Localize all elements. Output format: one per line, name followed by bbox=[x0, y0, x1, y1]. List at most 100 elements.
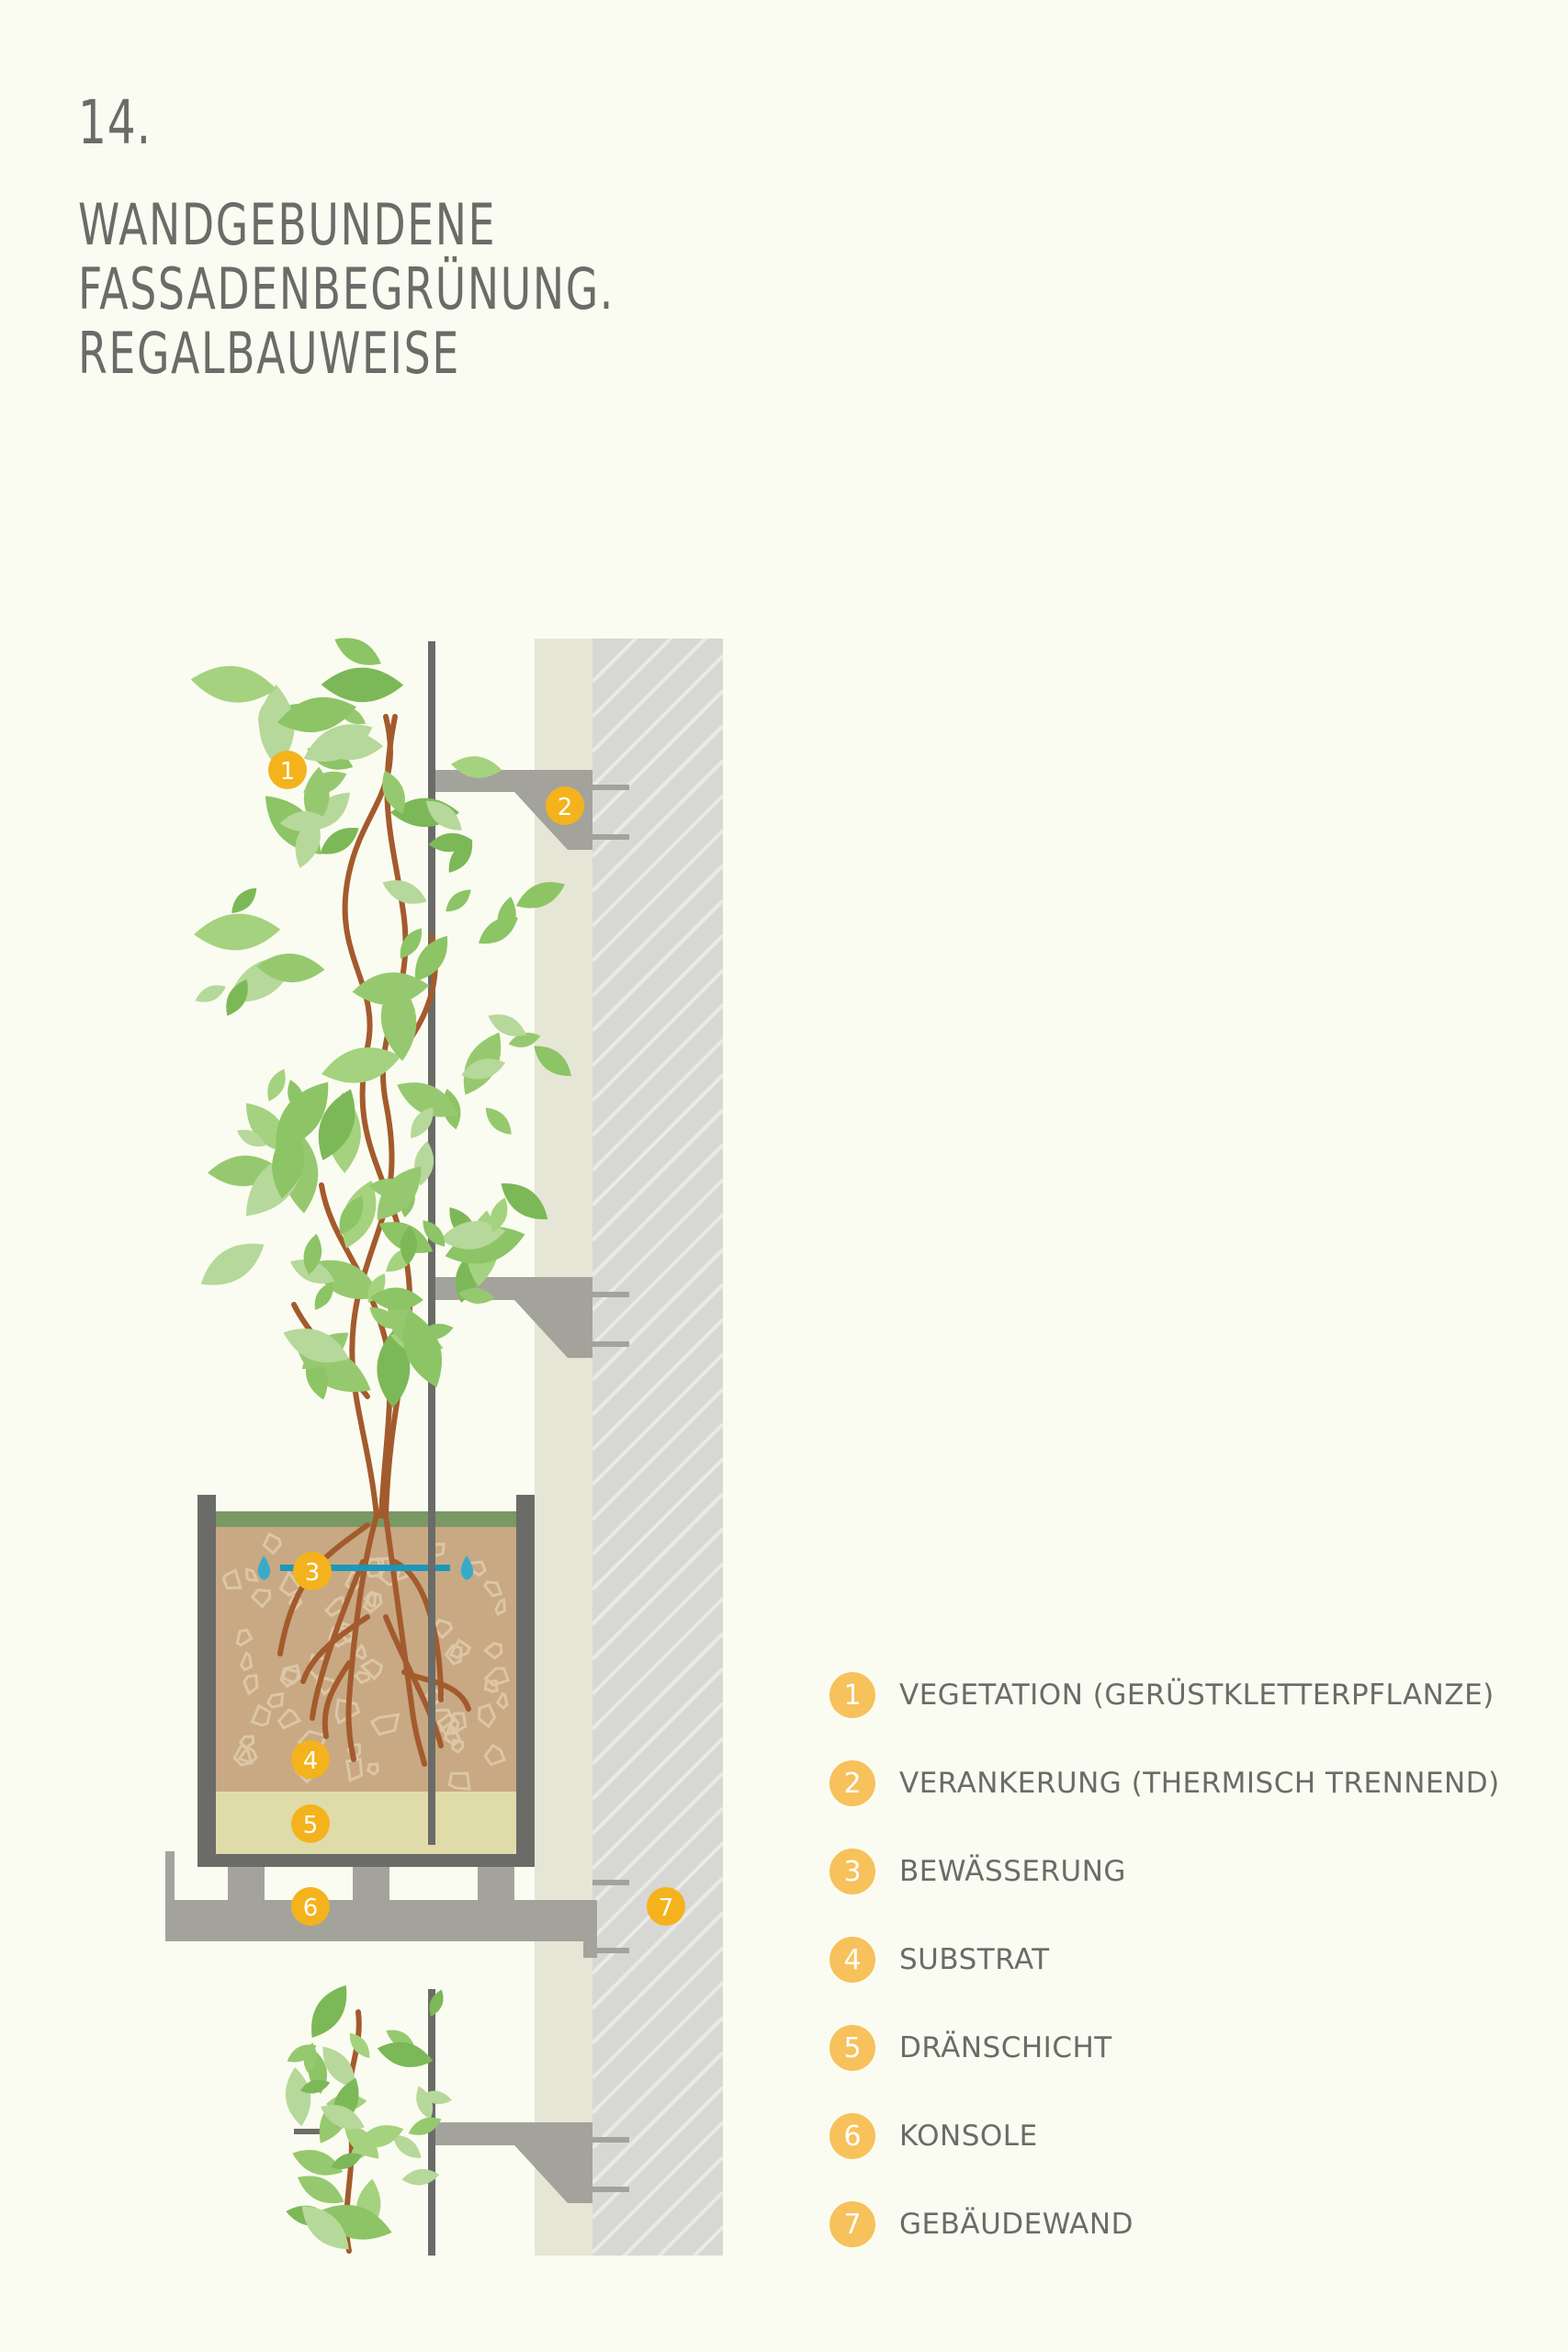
leaf bbox=[400, 928, 422, 959]
leaf bbox=[334, 638, 381, 665]
substrate-pebble bbox=[221, 1568, 243, 1589]
legend-badge: 4 bbox=[829, 1937, 875, 1983]
leaf bbox=[303, 2042, 317, 2074]
wall-hatch-line bbox=[592, 2262, 723, 2352]
leaf bbox=[461, 1058, 506, 1080]
leaf bbox=[411, 1107, 434, 1139]
wall-hatch-line bbox=[592, 1178, 723, 1312]
title-line-3: REGALBAUWEISE bbox=[78, 320, 460, 387]
wall-hatch-line bbox=[592, 1806, 723, 1940]
substrate-pebble bbox=[244, 1566, 259, 1582]
substrate-pebble bbox=[276, 1708, 302, 1730]
legend-label: SUBSTRAT bbox=[899, 1943, 1050, 1976]
svg-text:7: 7 bbox=[659, 1894, 674, 1922]
trellis-crossbar bbox=[294, 2129, 321, 2134]
leaf bbox=[400, 1225, 417, 1266]
leaf bbox=[490, 1197, 508, 1233]
irrigation-line bbox=[257, 1555, 474, 1580]
legend-badge: 6 bbox=[829, 2113, 875, 2159]
legend-item: 4 SUBSTRAT bbox=[829, 1937, 1528, 1983]
wall-hatch-line bbox=[592, 1283, 723, 1417]
wall-hatch-line bbox=[592, 794, 723, 928]
wall-hatch-line bbox=[622, 2155, 723, 2256]
substrate-pebble bbox=[239, 1650, 254, 1672]
anchor-bracket-top bbox=[434, 770, 629, 850]
leaf bbox=[302, 771, 347, 795]
wall-hatch-line bbox=[592, 1632, 723, 1766]
svg-text:1: 1 bbox=[280, 758, 296, 786]
substrate-pebble bbox=[243, 1674, 259, 1696]
wall-hatch-line bbox=[592, 968, 723, 1102]
wall-hatch-line bbox=[592, 1387, 723, 1521]
leaf bbox=[402, 1309, 443, 1388]
wall-hatch-line bbox=[592, 1003, 723, 1137]
leaf bbox=[301, 2206, 349, 2250]
leaf bbox=[195, 985, 226, 1002]
console-shelf bbox=[165, 1851, 629, 1958]
wall-hatch-line bbox=[592, 1457, 723, 1591]
leaf bbox=[289, 1259, 335, 1283]
wall-hatch-line bbox=[592, 2086, 723, 2220]
leaf bbox=[190, 665, 277, 703]
substrate-pebble bbox=[447, 1771, 471, 1791]
wall-hatch-line bbox=[592, 1317, 723, 1452]
leaf bbox=[200, 1243, 265, 1285]
leaf bbox=[408, 2117, 442, 2135]
leaf bbox=[534, 1046, 571, 1077]
substrate-pebble bbox=[366, 1762, 380, 1776]
legend-label: DRÄNSCHICHT bbox=[899, 2031, 1112, 2064]
wall-hatch-line bbox=[592, 1667, 723, 1801]
substrate-pebble bbox=[443, 1723, 462, 1747]
leaf bbox=[226, 978, 248, 1016]
wall-hatch-line bbox=[592, 1038, 723, 1172]
legend: 1 VEGETATION (GERÜSTKLETTERPFLANZE) 2 VE… bbox=[829, 1672, 1528, 2290]
leaf bbox=[276, 696, 356, 733]
wall-hatch-line bbox=[592, 1562, 723, 1696]
legend-badge: 1 bbox=[829, 1672, 875, 1718]
substrate-pebble bbox=[495, 1691, 509, 1711]
leaf bbox=[267, 1069, 286, 1102]
wall-hatch-line bbox=[592, 1422, 723, 1556]
legend-item: 7 GEBÄUDEWAND bbox=[829, 2201, 1528, 2247]
substrate-pebble bbox=[436, 1712, 460, 1736]
substrate-pebble bbox=[444, 1644, 463, 1666]
wall-hatch-line bbox=[592, 1911, 723, 2045]
wall-hatch-line bbox=[592, 639, 673, 718]
leaf bbox=[356, 2125, 404, 2148]
anchor-bracket-bottom bbox=[434, 2122, 629, 2203]
building-wall bbox=[592, 639, 723, 2352]
leaf bbox=[450, 756, 502, 778]
leaf bbox=[321, 1046, 401, 1083]
leaf bbox=[401, 2168, 440, 2186]
leaf bbox=[231, 888, 257, 913]
leaf bbox=[423, 1220, 446, 1247]
substrate-pebble bbox=[483, 1580, 503, 1598]
marker-2: 2 bbox=[546, 786, 584, 825]
leaf bbox=[497, 896, 516, 939]
leaf bbox=[321, 667, 404, 703]
wall-hatch-line bbox=[592, 2297, 723, 2352]
substrate-pebble bbox=[369, 1713, 400, 1736]
substrate-pebble bbox=[364, 1592, 378, 1608]
leaf bbox=[283, 1329, 350, 1363]
substrate-pebble bbox=[235, 1628, 254, 1647]
leaf bbox=[258, 696, 276, 739]
leaf bbox=[416, 2086, 434, 2120]
wall-hatch-line bbox=[592, 639, 638, 684]
wall-hatch-line bbox=[592, 689, 723, 823]
page-title: WANDGEBUNDENE FASSADENBEGRÜNUNG. REGALBA… bbox=[78, 193, 615, 386]
leaf bbox=[194, 913, 281, 951]
legend-badge: 5 bbox=[829, 2025, 875, 2071]
legend-item: 6 KONSOLE bbox=[829, 2113, 1528, 2159]
substrate-pebble bbox=[262, 1532, 283, 1555]
legend-badge: 7 bbox=[829, 2201, 875, 2247]
substrate-pebble bbox=[483, 1743, 507, 1767]
legend-label: VEGETATION (GERÜSTKLETTERPFLANZE) bbox=[899, 1679, 1495, 1712]
leaf bbox=[339, 1195, 364, 1235]
wall-hatch-line bbox=[592, 1876, 723, 2010]
wall-hatch-line bbox=[592, 1597, 723, 1731]
leaf bbox=[322, 2046, 355, 2088]
leaf bbox=[320, 828, 359, 854]
substrate-pebble bbox=[376, 1566, 402, 1587]
substrate-pebble bbox=[265, 1691, 285, 1709]
